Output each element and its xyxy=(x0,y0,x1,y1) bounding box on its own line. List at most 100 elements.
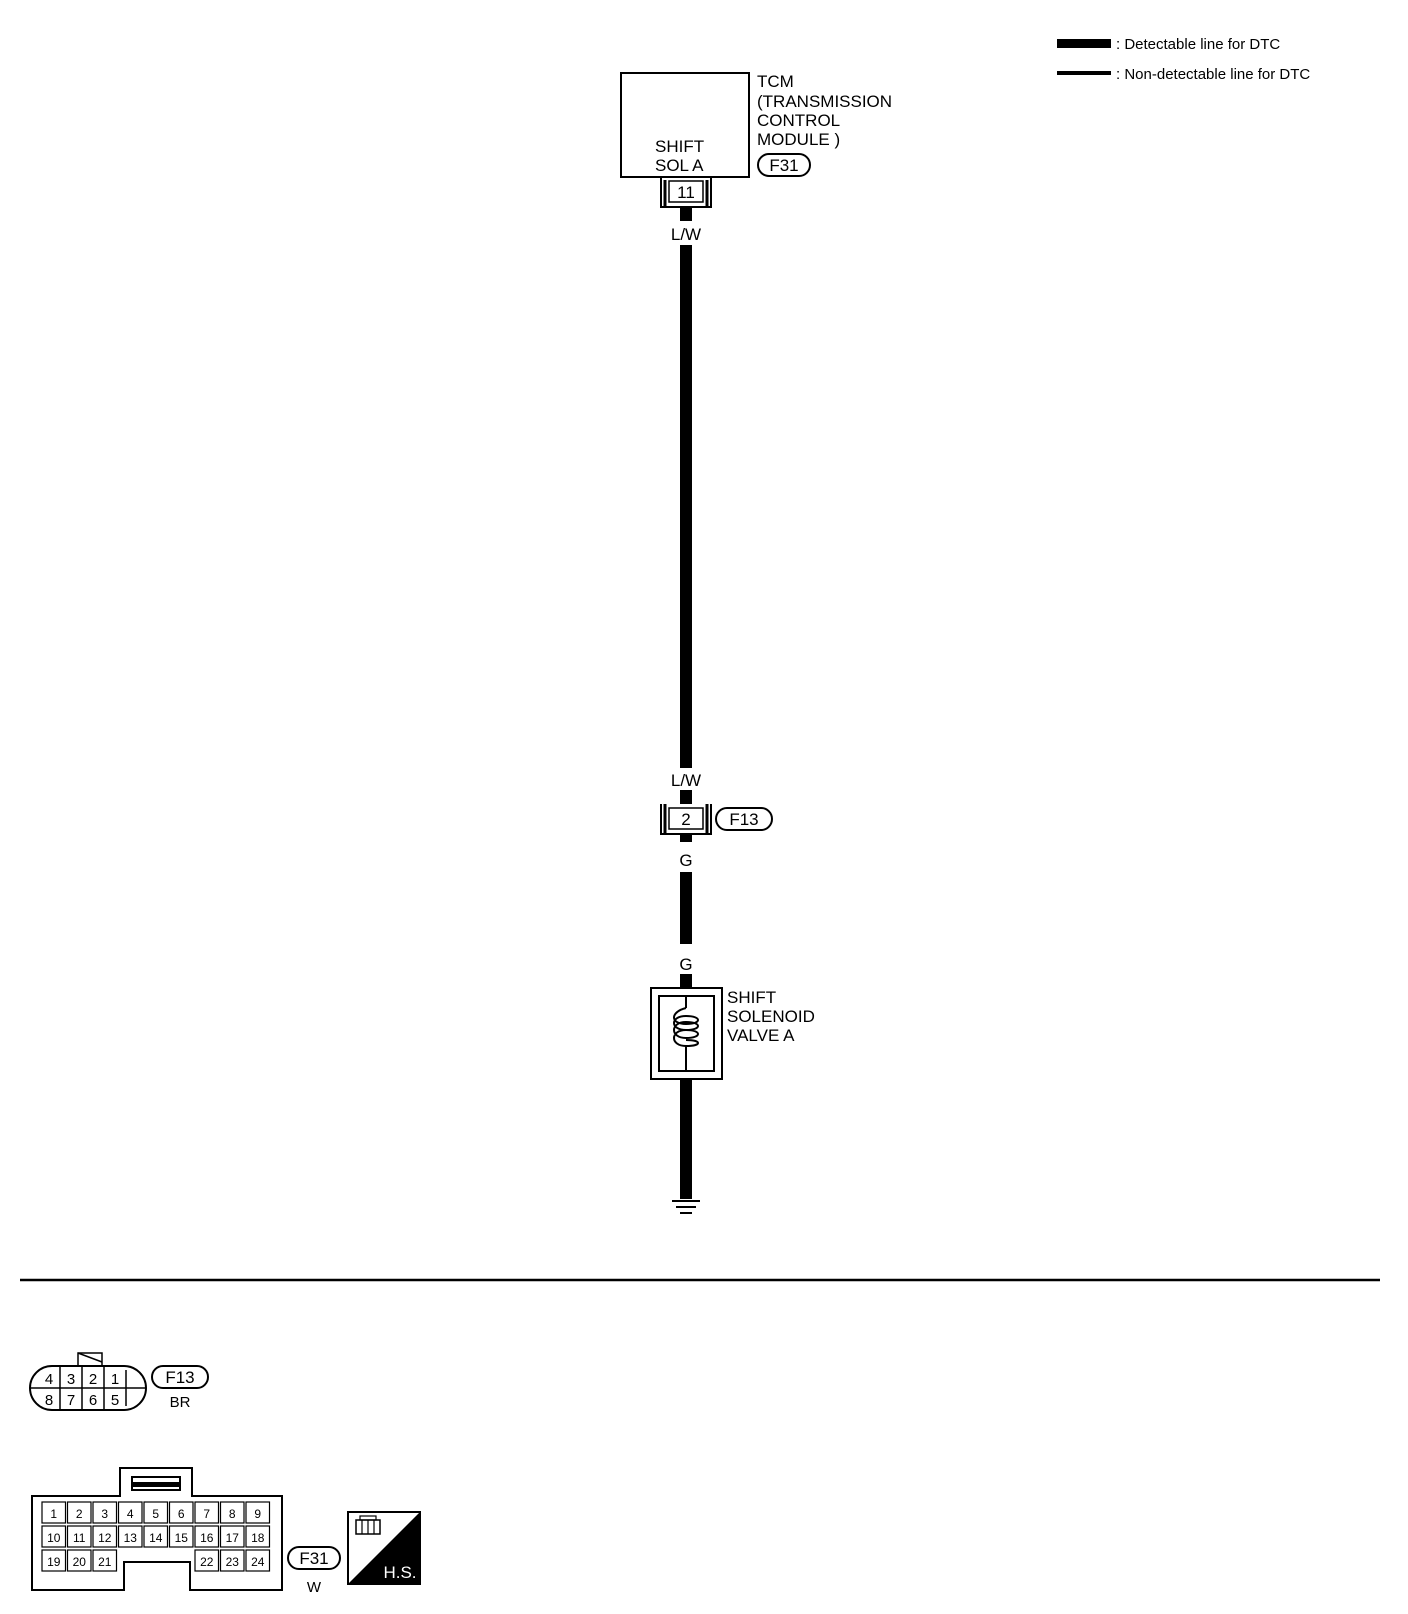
f31-pin-cell xyxy=(143,1525,169,1548)
f31-pin: 10 xyxy=(47,1531,61,1545)
tcm-terminal-box xyxy=(668,180,704,203)
legend: : Detectable line for DTC : Non-detectab… xyxy=(1057,36,1310,83)
f31-pin-cell xyxy=(245,1501,271,1524)
connector-side-icon xyxy=(355,1515,381,1535)
f31-housing xyxy=(31,1467,283,1591)
harness-side-badge: H.S. xyxy=(347,1511,421,1585)
f31-pin: 17 xyxy=(226,1531,240,1545)
f31-pin: 7 xyxy=(203,1507,210,1521)
tcm-desc-3: MODULE ) xyxy=(757,130,840,149)
f13-pin: 7 xyxy=(67,1392,75,1409)
tcm-box xyxy=(620,72,750,178)
f31-pin-cell xyxy=(92,1525,118,1548)
f31-pin-cell xyxy=(41,1549,67,1572)
tcm-desc-1: (TRANSMISSION xyxy=(757,92,892,111)
f31-pin: 9 xyxy=(254,1507,261,1521)
f31-pin: 14 xyxy=(149,1531,163,1545)
joint-terminal-number: 2 xyxy=(681,810,690,829)
f31-pin-cell xyxy=(41,1501,67,1524)
wire-lw xyxy=(680,245,692,768)
f31-pin: 13 xyxy=(124,1531,138,1545)
legend-detectable-swatch xyxy=(1057,39,1111,48)
f31-pin: 3 xyxy=(101,1507,108,1521)
f31-pin-cell xyxy=(194,1501,220,1524)
wire-lw-label-bottom: L/W xyxy=(671,771,701,790)
f31-pin: 11 xyxy=(73,1531,86,1545)
f31-pin: 5 xyxy=(152,1507,159,1521)
wire-ground xyxy=(680,1079,692,1199)
solenoid-label-3: VALVE A xyxy=(727,1026,795,1045)
f31-pin: 24 xyxy=(251,1555,265,1569)
f31-pin: 12 xyxy=(98,1531,112,1545)
joint-connector-f13: 2 F13 xyxy=(660,804,773,835)
wire-lw-stub xyxy=(680,207,692,221)
f31-id-badge xyxy=(287,1546,341,1570)
f13-pin: 1 xyxy=(111,1371,119,1388)
f31-pin-cell xyxy=(117,1525,143,1548)
tcm-connector-id: F31 xyxy=(769,156,798,175)
legend-nondetectable-swatch xyxy=(1057,71,1111,75)
f31-pin-cell xyxy=(194,1525,220,1548)
f31-pin: 20 xyxy=(73,1555,87,1569)
f31-id: F31 xyxy=(299,1549,328,1568)
f31-pin-cell xyxy=(66,1549,92,1572)
f31-pin: 4 xyxy=(127,1507,134,1521)
f31-pin: 2 xyxy=(76,1507,83,1521)
f31-pin-cell xyxy=(219,1549,245,1572)
f13-id-badge xyxy=(151,1365,209,1389)
f31-pin-cell xyxy=(143,1501,169,1524)
connector-face-f13: 4 3 2 1 8 7 6 5 F13 BR xyxy=(29,1352,209,1411)
f31-pin: 16 xyxy=(200,1531,214,1545)
wire-g-label-bottom: G xyxy=(679,955,692,974)
f31-pin-cell xyxy=(92,1501,118,1524)
f13-pin: 2 xyxy=(89,1371,97,1388)
wire-g-label-top: G xyxy=(679,851,692,870)
joint-terminal-box xyxy=(668,807,704,830)
f31-pin-cell xyxy=(245,1549,271,1572)
f31-pin-cell xyxy=(66,1525,92,1548)
f13-id: F13 xyxy=(165,1368,194,1387)
legend-nondetectable-label: : Non-detectable line for DTC xyxy=(1116,66,1310,83)
hs-badge-label: H.S. xyxy=(383,1563,416,1582)
f31-pin-cell xyxy=(117,1501,143,1524)
tcm-terminal-label-1: SHIFT xyxy=(655,137,704,156)
f13-pin: 4 xyxy=(45,1371,53,1388)
tcm-block: SHIFT SOL A TCM (TRANSMISSION CONTROL MO… xyxy=(620,72,892,208)
f31-pin-cell xyxy=(219,1525,245,1548)
f31-pin: 23 xyxy=(226,1555,240,1569)
f31-pin-cell xyxy=(194,1549,220,1572)
f31-pin-cell xyxy=(168,1501,194,1524)
f31-pin-cell xyxy=(245,1525,271,1548)
f31-pin: 19 xyxy=(47,1555,61,1569)
solenoid-coil-icon xyxy=(673,1007,699,1048)
f31-color: W xyxy=(307,1579,322,1596)
f13-pin: 5 xyxy=(111,1392,119,1409)
solenoid-label-1: SHIFT xyxy=(727,988,776,1007)
joint-connector-id: F13 xyxy=(729,810,758,829)
solenoid-label-2: SOLENOID xyxy=(727,1007,815,1026)
f13-pin: 3 xyxy=(67,1371,75,1388)
f31-pin: 8 xyxy=(229,1507,236,1521)
wire-lw-label-top: L/W xyxy=(671,225,701,244)
tcm-terminal-label-2: SOL A xyxy=(655,156,704,175)
f31-pin-cell xyxy=(41,1525,67,1548)
f31-pin: 18 xyxy=(251,1531,265,1545)
f13-pin: 6 xyxy=(89,1392,97,1409)
f31-pin: 21 xyxy=(98,1555,112,1569)
f31-pin: 22 xyxy=(200,1555,214,1569)
ground-icon xyxy=(672,1200,700,1214)
f31-pin: 15 xyxy=(175,1531,189,1545)
tcm-desc-2: CONTROL xyxy=(757,111,840,130)
tcm-connector-badge xyxy=(757,153,811,177)
wire-g xyxy=(680,872,692,944)
shift-solenoid-valve: SHIFT SOLENOID VALVE A xyxy=(650,987,815,1080)
f13-pin: 8 xyxy=(45,1392,53,1409)
f31-pin-cell xyxy=(66,1501,92,1524)
f31-pin: 1 xyxy=(50,1507,57,1521)
joint-connector-badge xyxy=(715,807,773,831)
f31-pin-cell xyxy=(168,1525,194,1548)
f31-pin: 6 xyxy=(178,1507,185,1521)
